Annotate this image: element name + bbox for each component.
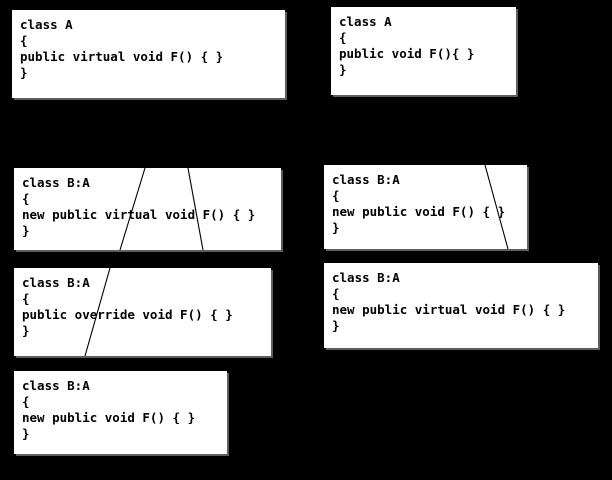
code-line: new public void F() { } xyxy=(22,410,196,425)
code-line: class B:A xyxy=(332,270,400,285)
code-text: class A{public virtual void F() { }} xyxy=(12,10,285,98)
code-text: class B:A{new public virtual void F() { … xyxy=(14,168,281,250)
code-box-derived-b-new-nonvirtual-bottom: class B:A{new public void F() { }} xyxy=(14,371,227,454)
code-line: new public virtual void F() { } xyxy=(22,207,256,222)
code-line: class A xyxy=(339,14,392,29)
code-line: } xyxy=(332,220,340,235)
code-line: class B:A xyxy=(332,172,400,187)
code-text: class B:A{new public void F() { }} xyxy=(14,371,227,454)
code-line: new public virtual void F() { } xyxy=(332,302,566,317)
code-line: } xyxy=(20,65,28,80)
code-box-derived-b-new-virtual: class B:A{new public virtual void F() { … xyxy=(14,168,281,250)
code-line: class B:A xyxy=(22,378,90,393)
code-line: } xyxy=(22,323,30,338)
code-text: class B:A{new public virtual void F() { … xyxy=(324,263,598,348)
code-line: { xyxy=(332,188,340,203)
code-line: class B:A xyxy=(22,275,90,290)
code-line: public virtual void F() { } xyxy=(20,49,224,64)
code-line: class A xyxy=(20,17,73,32)
code-line: { xyxy=(22,291,30,306)
code-line: } xyxy=(22,426,30,441)
code-line: new public void F() { } xyxy=(332,204,506,219)
code-line: { xyxy=(332,286,340,301)
code-box-derived-b-new-nonvirtual-right: class B:A{new public void F() { }} xyxy=(324,165,527,249)
code-text: class B:A{new public void F() { }} xyxy=(324,165,527,249)
code-line: { xyxy=(20,33,28,48)
code-text: class A{public void F(){ }} xyxy=(331,7,516,95)
code-line: { xyxy=(22,394,30,409)
code-box-base-a-nonvirtual: class A{public void F(){ }} xyxy=(331,7,516,95)
code-box-derived-b-override: class B:A{public override void F() { }} xyxy=(14,268,271,356)
code-line: } xyxy=(339,62,347,77)
code-line: public void F(){ } xyxy=(339,46,475,61)
code-box-base-a-virtual: class A{public virtual void F() { }} xyxy=(12,10,285,98)
code-line: { xyxy=(339,30,347,45)
code-line: } xyxy=(22,223,30,238)
code-line: public override void F() { } xyxy=(22,307,233,322)
code-box-derived-b-new-virtual-right: class B:A{new public virtual void F() { … xyxy=(324,263,598,348)
code-line: { xyxy=(22,191,30,206)
code-line: class B:A xyxy=(22,175,90,190)
code-line: } xyxy=(332,318,340,333)
code-text: class B:A{public override void F() { }} xyxy=(14,268,271,356)
